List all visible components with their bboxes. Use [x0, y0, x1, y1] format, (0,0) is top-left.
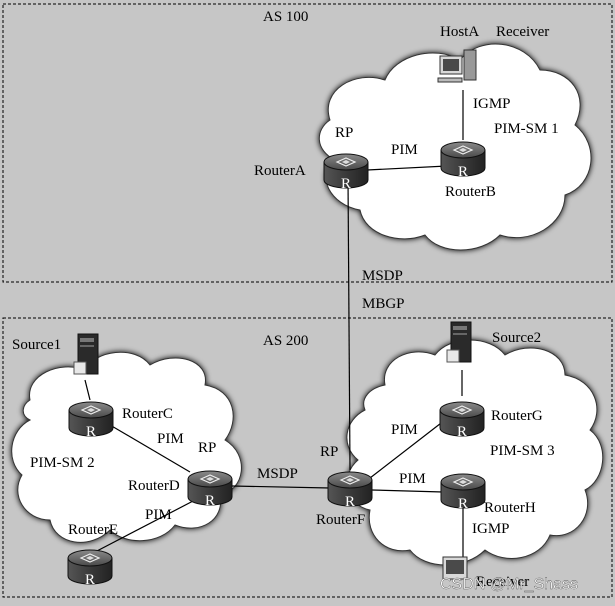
- server-icon: [73, 333, 99, 375]
- mbgp-label: MBGP: [362, 296, 405, 312]
- pim-label-f-h: PIM: [399, 471, 426, 487]
- as200-label: AS 200: [263, 333, 308, 349]
- router-e-label: RouterE: [68, 522, 118, 538]
- pim-label-c-d: PIM: [157, 431, 184, 447]
- router-icon[interactable]: R: [440, 473, 486, 512]
- msdp-label-horizontal: MSDP: [257, 466, 298, 482]
- msdp-mbgp-link: [347, 177, 351, 471]
- server-icon: [442, 556, 468, 580]
- receiver-bottom-label: Receiver: [476, 574, 529, 590]
- pim-sm1-label: PIM-SM 1: [494, 121, 559, 137]
- svg-text:R: R: [458, 496, 468, 512]
- svg-text:R: R: [457, 424, 467, 440]
- svg-text:R: R: [85, 572, 95, 588]
- link-routerf-routerg: [369, 419, 446, 479]
- pim-label-f-g: PIM: [391, 422, 418, 438]
- link-source1-routerc: [84, 379, 91, 401]
- router-icon[interactable]: R: [68, 401, 114, 440]
- pim-label-e-d: PIM: [145, 507, 172, 523]
- source2-label: Source2: [492, 330, 541, 346]
- watermark: CSDN @Mr_Shass: [440, 576, 578, 593]
- msdp-label-vertical: MSDP: [362, 268, 403, 284]
- router-c-label: RouterC: [122, 406, 173, 422]
- router-a-label: RouterA: [254, 163, 306, 179]
- svg-text:R: R: [86, 424, 96, 440]
- router-icon[interactable]: R: [440, 141, 486, 180]
- svg-text:R: R: [458, 164, 468, 180]
- server-icon: [437, 49, 477, 83]
- router-b-label: RouterB: [445, 184, 496, 200]
- router-icon[interactable]: R: [187, 470, 233, 509]
- router-icon[interactable]: R: [323, 153, 369, 192]
- link-routere-routerd: [94, 499, 196, 553]
- link-routera-routerb: [366, 165, 448, 171]
- rp-label-routera: RP: [335, 125, 353, 141]
- pim-sm3-label: PIM-SM 3: [490, 443, 555, 459]
- router-icon[interactable]: R: [439, 401, 485, 440]
- link-routerf-routerh: [371, 489, 444, 493]
- svg-text:R: R: [205, 493, 215, 509]
- router-icon[interactable]: R: [327, 471, 373, 510]
- as200-boundary: [2, 317, 613, 598]
- rp-label-routerf: RP: [320, 444, 338, 460]
- router-d-label: RouterD: [128, 478, 180, 494]
- svg-text:R: R: [345, 494, 355, 510]
- pim-label-a-b: PIM: [391, 142, 418, 158]
- receiver-top-label: Receiver: [496, 24, 549, 40]
- router-g-label: RouterG: [491, 408, 543, 424]
- router-icon[interactable]: R: [67, 549, 113, 588]
- router-f-label: RouterF: [316, 512, 365, 528]
- svg-text:R: R: [341, 176, 351, 192]
- router-h-label: RouterH: [484, 500, 536, 516]
- source1-label: Source1: [12, 337, 61, 353]
- link-routerc-routerd: [109, 424, 191, 473]
- server-icon: [446, 321, 472, 363]
- link-routerd-routerf: [231, 485, 331, 489]
- pim-sm2-cloud: [11, 351, 242, 543]
- rp-label-routerd: RP: [198, 440, 216, 456]
- igmp-label-bottom: IGMP: [472, 521, 510, 537]
- as100-boundary: [2, 3, 613, 283]
- host-a-label: HostA: [440, 24, 479, 40]
- igmp-label-top: IGMP: [473, 96, 511, 112]
- pim-sm3-cloud: [346, 339, 604, 566]
- as100-label: AS 100: [263, 9, 308, 25]
- pim-sm2-label: PIM-SM 2: [30, 455, 95, 471]
